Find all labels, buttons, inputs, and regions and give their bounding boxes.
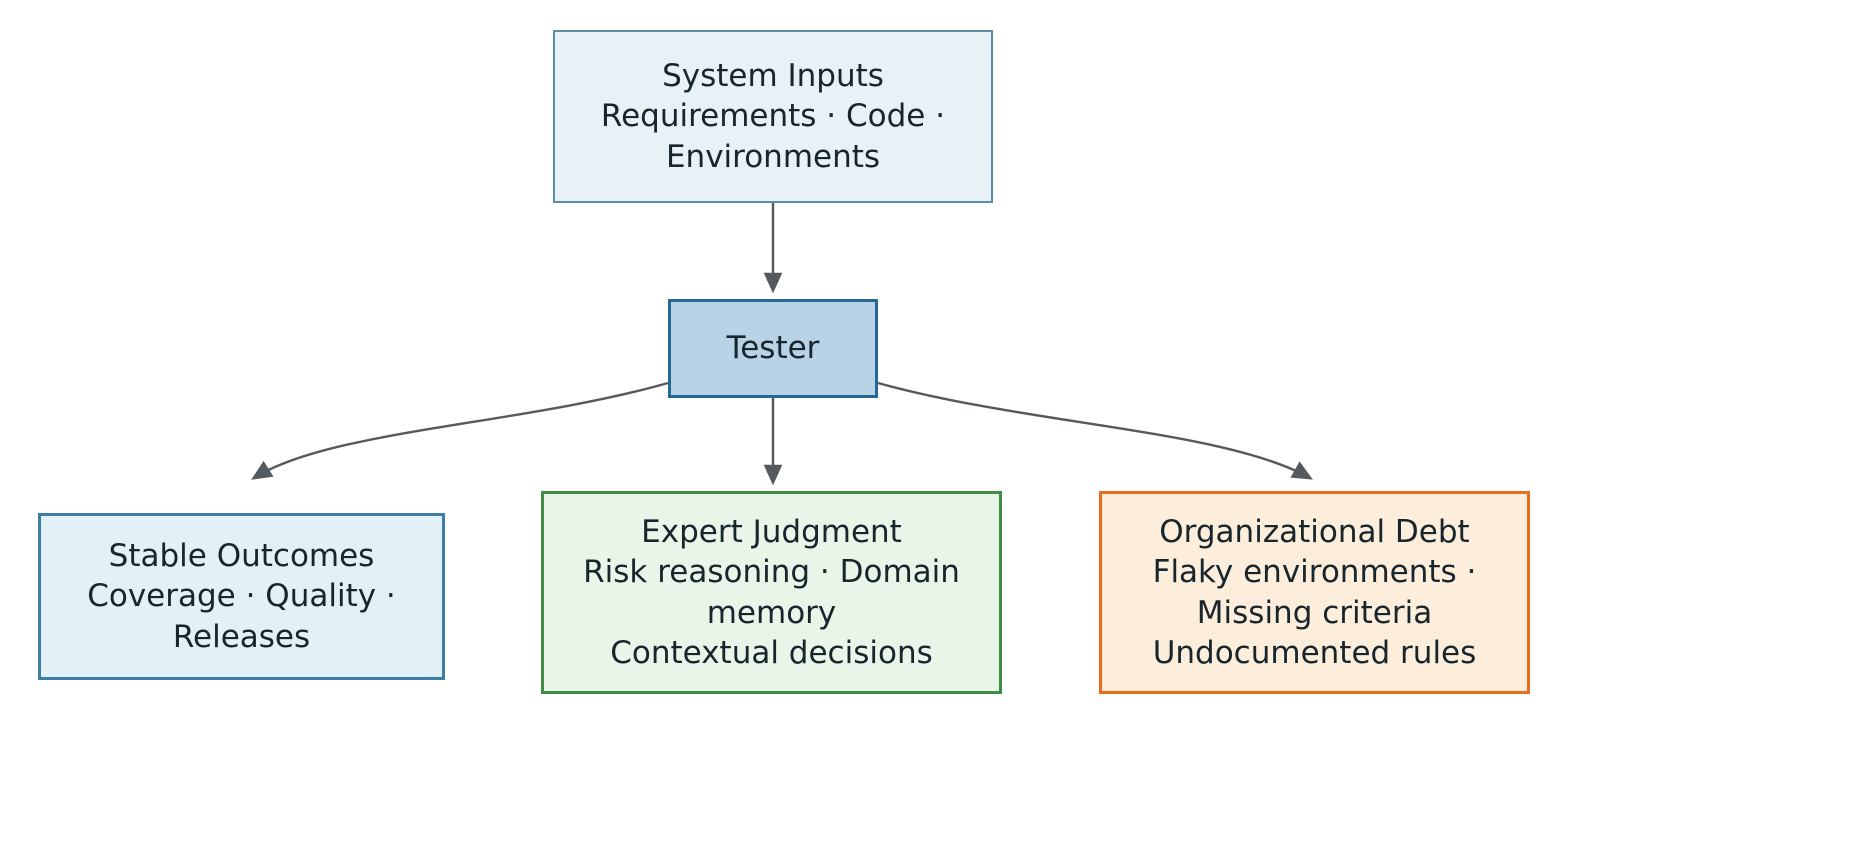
node-tester[interactable]: Tester	[668, 299, 878, 398]
edge-tester-debt	[877, 381, 1313, 480]
node-expert-judgment-label: Expert Judgment Risk reasoning · Domain …	[583, 513, 960, 671]
node-tester-label: Tester	[726, 330, 820, 367]
node-organizational-debt[interactable]: Organizational Debt Flaky environments ·…	[1099, 491, 1530, 694]
node-expert-judgment[interactable]: Expert Judgment Risk reasoning · Domain …	[541, 491, 1002, 694]
node-stable-outcomes[interactable]: Stable Outcomes Coverage · Quality · Rel…	[38, 513, 445, 680]
node-system-inputs-label: System Inputs Requirements · Code · Envi…	[600, 58, 946, 175]
node-stable-outcomes-label: Stable Outcomes Coverage · Quality · Rel…	[87, 538, 396, 655]
node-organizational-debt-label: Organizational Debt Flaky environments ·…	[1152, 513, 1477, 671]
edge-tester-stable	[251, 381, 669, 480]
node-system-inputs[interactable]: System Inputs Requirements · Code · Envi…	[553, 30, 993, 203]
